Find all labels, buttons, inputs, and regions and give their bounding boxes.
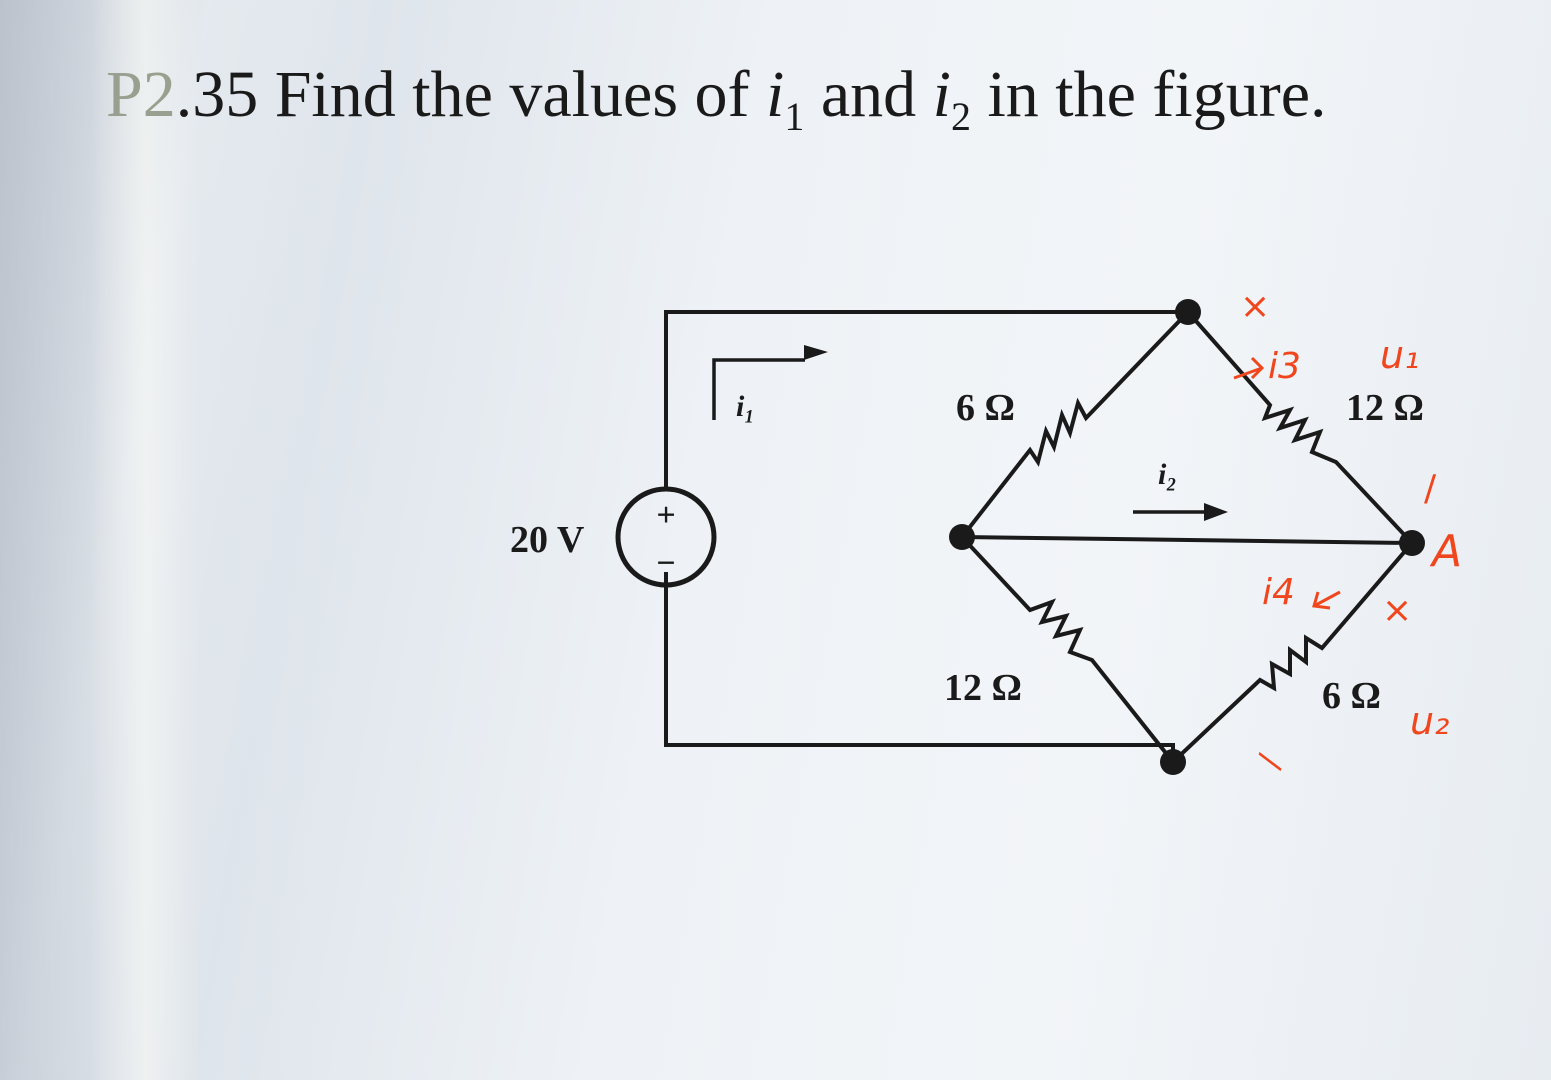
annotation-x-right: ×: [1382, 590, 1412, 631]
problem-statement: P2.35 Find the values of i1 and i2 in th…: [106, 62, 1327, 137]
voltage-source: [615, 486, 717, 588]
annotation-x-top: ×: [1240, 286, 1270, 327]
annotation-i4: i4: [1262, 572, 1295, 613]
annotation-i3: i3: [1268, 346, 1301, 387]
node-left: [949, 524, 975, 550]
resistor-12ohm-bottom: [960, 535, 1175, 764]
annotation-node-a: A: [1429, 526, 1462, 577]
annotation-tick-bottom: /: [1250, 750, 1289, 773]
resistor-12ohm-bottom-label: 12 Ω: [944, 667, 1022, 709]
i2-variable: i: [932, 58, 951, 131]
node-bottom: [1160, 749, 1186, 775]
annotation-i4-arrow: [1312, 590, 1341, 610]
i1-label: i₁: [736, 390, 755, 423]
resistor-12ohm-top: [1186, 310, 1414, 545]
node-top: [1175, 299, 1201, 325]
source-voltage-label: 20 V: [510, 519, 585, 561]
i1-arrow-line: [712, 358, 805, 420]
problem-number-faded: P2: [106, 58, 176, 131]
resistor-6ohm-bottom: [1171, 541, 1414, 764]
i2-arrowhead: [1204, 503, 1228, 521]
source-plus: +: [656, 497, 675, 534]
problem-number: .35: [175, 58, 259, 131]
annotation-i3-arrow: [1233, 356, 1265, 380]
i2-label: i₂: [1158, 458, 1177, 491]
resistor-6ohm-bottom-label: 6 Ω: [1322, 675, 1381, 717]
node-right: [1399, 530, 1425, 556]
annotation-u2: u₂: [1410, 699, 1449, 743]
i1-subscript: 1: [784, 94, 805, 139]
top-wire: [664, 310, 1188, 490]
i1-variable: i: [765, 58, 785, 131]
i2-subscript: 2: [950, 94, 971, 139]
annotation-u1: u₁: [1380, 333, 1419, 377]
problem-text-start: Find the values of: [258, 58, 766, 131]
problem-text-mid: and: [804, 58, 933, 131]
source-minus: −: [656, 545, 675, 582]
resistor-6ohm-top: [960, 310, 1190, 539]
i1-arrowhead: [804, 345, 828, 360]
middle-wire: [961, 535, 1413, 545]
handwritten-annotations: × i3 u₁ / A i4 × u₂ /: [1233, 286, 1462, 773]
resistor-12ohm-top-label: 12 Ω: [1346, 387, 1424, 429]
resistor-6ohm-top-label: 6 Ω: [956, 387, 1015, 429]
annotation-tick-right: /: [1424, 468, 1437, 509]
problem-text-end: in the figure.: [970, 58, 1327, 131]
